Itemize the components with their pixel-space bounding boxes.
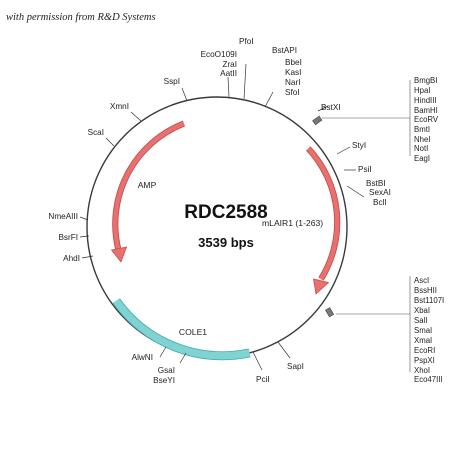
site-label-kasi: KasI — [285, 68, 301, 77]
site-label-bcli: BclI — [373, 198, 387, 207]
site-label-scai: ScaI — [88, 128, 104, 137]
site-tick-scai — [105, 137, 115, 147]
site-label-gsai: GsaI — [158, 366, 175, 375]
plasmid-size: 3539 bps — [198, 235, 254, 250]
mcs-site-label: BmgBI — [414, 76, 437, 85]
mcs-site-label: XbaI — [414, 306, 430, 315]
mcs-site-label: SmaI — [414, 326, 432, 335]
mcs-top-list: BmgBI HpaI HindIII BamHI EcoRV BmtI NheI… — [414, 76, 439, 163]
site-tick-sspi — [181, 87, 188, 102]
mcs-site-label: EagI — [414, 154, 430, 163]
site-label-bstxi: BstXI — [321, 103, 341, 112]
site-tick-styi — [336, 146, 351, 155]
site-label-sspi: SspI — [164, 77, 180, 86]
site-tick-pfoi — [243, 63, 247, 100]
site-label-bsrfi: BsrFI — [58, 233, 78, 242]
site-label-ahdi: AhdI — [63, 254, 80, 263]
mcs-site-label: BmtI — [414, 125, 430, 134]
amp-arrow-head — [110, 246, 128, 263]
site-tick-xmni — [130, 111, 142, 122]
amp-arrow-body — [113, 121, 185, 252]
site-label-bstapi: BstAPI — [272, 46, 297, 55]
mcs-site-label: EcoRV — [414, 115, 439, 124]
site-tick-bsrfi — [79, 235, 90, 238]
site-tick-bstxi — [317, 105, 329, 112]
feature-label-insert: mLAIR1 (1-263) — [262, 218, 323, 228]
site-label-sfoi: SfoI — [285, 88, 300, 97]
site-label-xmni: XmnI — [110, 102, 129, 111]
site-tick-ahdi — [81, 255, 94, 259]
site-label-alwni: AlwNI — [132, 353, 153, 362]
mcs-site-label: BamHI — [414, 106, 438, 115]
site-label-bseyi: BseYI — [153, 376, 175, 385]
mcs-site-label: NotI — [414, 144, 428, 153]
cole1-band — [113, 298, 251, 360]
mcs-site-label: PspXI — [414, 356, 435, 365]
site-tick-bstapi — [264, 91, 274, 108]
site-label-ecoo109i: EcoO109I — [201, 50, 237, 59]
site-label-bstbi: BstBI — [366, 179, 386, 188]
mcs-marker-top — [312, 115, 323, 126]
mcs-site-label: XhoI — [414, 366, 430, 375]
site-tick-sapi — [277, 341, 291, 359]
mcs-site-label: Bst1107I — [414, 296, 444, 305]
site-label-aatii: AatII — [220, 69, 237, 78]
mcs-site-label: EcoRI — [414, 346, 435, 355]
mcs-marker-bottom — [325, 307, 335, 318]
site-label-nmeaiii: NmeAIII — [48, 212, 78, 221]
site-tick-gsai — [179, 352, 187, 364]
site-label-nari: NarI — [285, 78, 300, 87]
insert-arrow-head — [313, 278, 330, 295]
site-label-bbei: BbeI — [285, 58, 302, 67]
site-tick-pcii — [252, 351, 263, 371]
site-label-psii: PsiI — [358, 165, 372, 174]
site-label-zrai: ZraI — [222, 60, 237, 69]
mcs-site-label: Eco47III — [414, 375, 443, 384]
site-tick-alwni — [159, 346, 167, 358]
site-label-styi: StyI — [352, 141, 366, 150]
site-label-sexai: SexAI — [369, 188, 391, 197]
site-label-pfoi: PfoI — [239, 37, 254, 46]
mcs-site-label: NheI — [414, 135, 430, 144]
feature-label-ori: COLE1 — [179, 327, 207, 337]
credit-text: with permission from R&D Systems — [6, 12, 156, 23]
mcs-site-label: AscI — [414, 276, 429, 285]
site-label-pcii: PciI — [256, 375, 270, 384]
plasmid-name: RDC2588 — [184, 202, 267, 223]
mcs-site-label: BssHII — [414, 286, 437, 295]
mcs-bottom-list: AscI BssHII Bst1107I XbaI SalI SmaI XmaI… — [414, 276, 444, 384]
mcs-site-label: HpaI — [414, 86, 430, 95]
site-tick-nmeaiii — [79, 216, 89, 221]
site-tick-ecoo109i — [227, 76, 230, 98]
insert-arrow-body — [306, 147, 340, 281]
site-tick-bstbi — [346, 185, 365, 198]
mcs-site-label: XmaI — [414, 336, 432, 345]
feature-label-amp: AMP — [138, 180, 157, 190]
mcs-site-label: HindIII — [414, 96, 437, 105]
mcs-site-label: SalI — [414, 316, 427, 325]
site-label-sapi: SapI — [287, 362, 304, 371]
